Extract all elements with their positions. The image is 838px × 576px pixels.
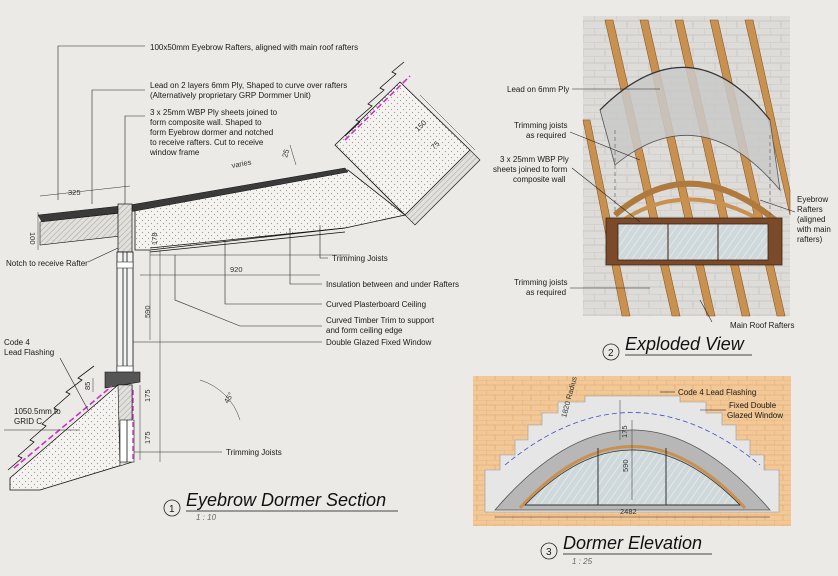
exploded-number: 2 bbox=[608, 348, 614, 359]
dim-angle: 45° bbox=[222, 391, 235, 405]
label-exploded-ply-3: composite wall bbox=[513, 175, 566, 184]
upper-roof-membrane bbox=[344, 75, 411, 141]
dim-175b: 175 bbox=[143, 431, 152, 444]
label-elevation-flashing: Code 4 Lead Flashing bbox=[678, 388, 756, 397]
label-trimming-joists-upper: Trimming Joists bbox=[332, 254, 388, 263]
elevation-scale: 1 : 25 bbox=[572, 557, 593, 566]
label-grid-1: 1050.5mm to bbox=[14, 407, 61, 416]
label-grid-2: GRID C bbox=[14, 417, 42, 426]
upper-roof-rafters bbox=[404, 149, 481, 226]
label-notch: Notch to receive Rafter bbox=[6, 259, 88, 268]
elevation-window bbox=[524, 449, 741, 506]
exploded-title: Exploded View bbox=[625, 334, 745, 354]
label-trimming-joists-lower: Trimming Joists bbox=[226, 448, 282, 457]
dim-varies: varies bbox=[231, 158, 253, 170]
exploded-number-circle bbox=[602, 343, 620, 361]
label-exploded-joists-top-2: as required bbox=[526, 131, 566, 140]
elevation-number: 3 bbox=[546, 547, 552, 558]
dim-25: 25 bbox=[280, 148, 291, 158]
dim-100: 100 bbox=[28, 232, 37, 245]
label-exploded-lead: Lead on 6mm Ply bbox=[507, 85, 569, 94]
label-exploded-rafters-1: Eyebrow bbox=[797, 195, 828, 204]
exploded-window bbox=[617, 223, 769, 261]
dim-175a: 175 bbox=[143, 389, 152, 402]
dim-325: 325 bbox=[68, 188, 81, 197]
label-insulation: Insulation between and under Rafters bbox=[326, 280, 459, 289]
section-title: Eyebrow Dormer Section bbox=[186, 490, 386, 510]
label-elevation-window-1: Fixed Double bbox=[729, 401, 777, 410]
label-flashing-2: Lead Flashing bbox=[4, 348, 54, 357]
section-number: 1 bbox=[169, 504, 175, 515]
section-scale: 1 : 10 bbox=[196, 513, 217, 522]
label-exploded-joists-bottom-2: as required bbox=[526, 288, 566, 297]
label-exploded-rafters-2: Rafters bbox=[797, 205, 823, 214]
label-flashing-1: Code 4 bbox=[4, 338, 30, 347]
label-exploded-rafters-4: with main bbox=[796, 225, 831, 234]
label-main-roof-rafters: Main Roof Rafters bbox=[730, 321, 794, 330]
dim-590: 590 bbox=[143, 305, 152, 318]
label-exploded-ply-1: 3 x 25mm WBP Ply bbox=[500, 155, 569, 164]
label-lead-ply: Lead on 2 layers 6mm Ply, Shaped to curv… bbox=[150, 81, 347, 90]
ply-composite-wall bbox=[117, 203, 133, 253]
dim-elev-175: 175 bbox=[620, 425, 629, 438]
dim-elev-2482: 2482 bbox=[620, 507, 637, 516]
label-exploded-ply-2: sheets joined to form bbox=[493, 165, 568, 174]
exploded-view bbox=[582, 16, 791, 317]
label-elevation-window-2: Glazed Window bbox=[727, 411, 783, 420]
eyebrow-rafters bbox=[613, 180, 777, 223]
window-sill bbox=[104, 371, 141, 389]
label-exploded-joists-bottom-1: Trimming joists bbox=[514, 278, 567, 287]
lower-roof-membrane bbox=[13, 385, 113, 469]
dim-178: 178 bbox=[150, 232, 159, 245]
label-exploded-rafters-5: rafters) bbox=[797, 235, 823, 244]
upper-roof-tiles bbox=[344, 61, 405, 137]
label-window: Double Glazed Fixed Window bbox=[326, 338, 432, 347]
label-lead-ply-alt: (Alternatively proprietary GRP Dormmer U… bbox=[150, 91, 311, 100]
lower-roof-insulation bbox=[9, 384, 133, 491]
elevation-title: Dormer Elevation bbox=[563, 533, 702, 553]
section-drawing bbox=[7, 61, 481, 491]
label-ply-wall-4: to receive rafters. Cut to receive bbox=[150, 138, 264, 147]
dim-85: 85 bbox=[83, 382, 92, 390]
label-exploded-joists-top-1: Trimming joists bbox=[514, 121, 567, 130]
label-eyebrow-rafters: 100x50mm Eyebrow Rafters, aligned with m… bbox=[150, 43, 358, 52]
elevation-number-circle bbox=[540, 542, 558, 560]
dim-elev-590: 590 bbox=[621, 459, 630, 472]
dim-920: 920 bbox=[230, 265, 243, 274]
lower-roof-tiles bbox=[7, 365, 95, 471]
label-trim-1: Curved Timber Trim to support bbox=[326, 316, 435, 325]
label-ply-wall-5: window frame bbox=[149, 148, 200, 157]
label-ply-wall-1: 3 x 25mm WBP Ply sheets joined to bbox=[150, 108, 278, 117]
label-exploded-rafters-3: (aligned bbox=[797, 215, 825, 224]
label-ply-wall-3: form Eyebrow dormer and notched bbox=[150, 128, 273, 137]
elevation-annotations: Code 4 Lead Flashing Fixed Double Glazed… bbox=[540, 375, 783, 566]
label-trim-2: and form ceiling edge bbox=[326, 326, 403, 335]
section-number-circle bbox=[163, 499, 181, 517]
exploded-annotations: Lead on 6mm Ply Trimming joists as requi… bbox=[493, 85, 831, 361]
window-frame bbox=[116, 251, 134, 373]
elevation-drawing bbox=[473, 376, 791, 526]
label-ply-wall-2: form composite wall. Shaped to bbox=[150, 118, 262, 127]
label-ceiling: Curved Plasterboard Ceiling bbox=[326, 300, 426, 309]
